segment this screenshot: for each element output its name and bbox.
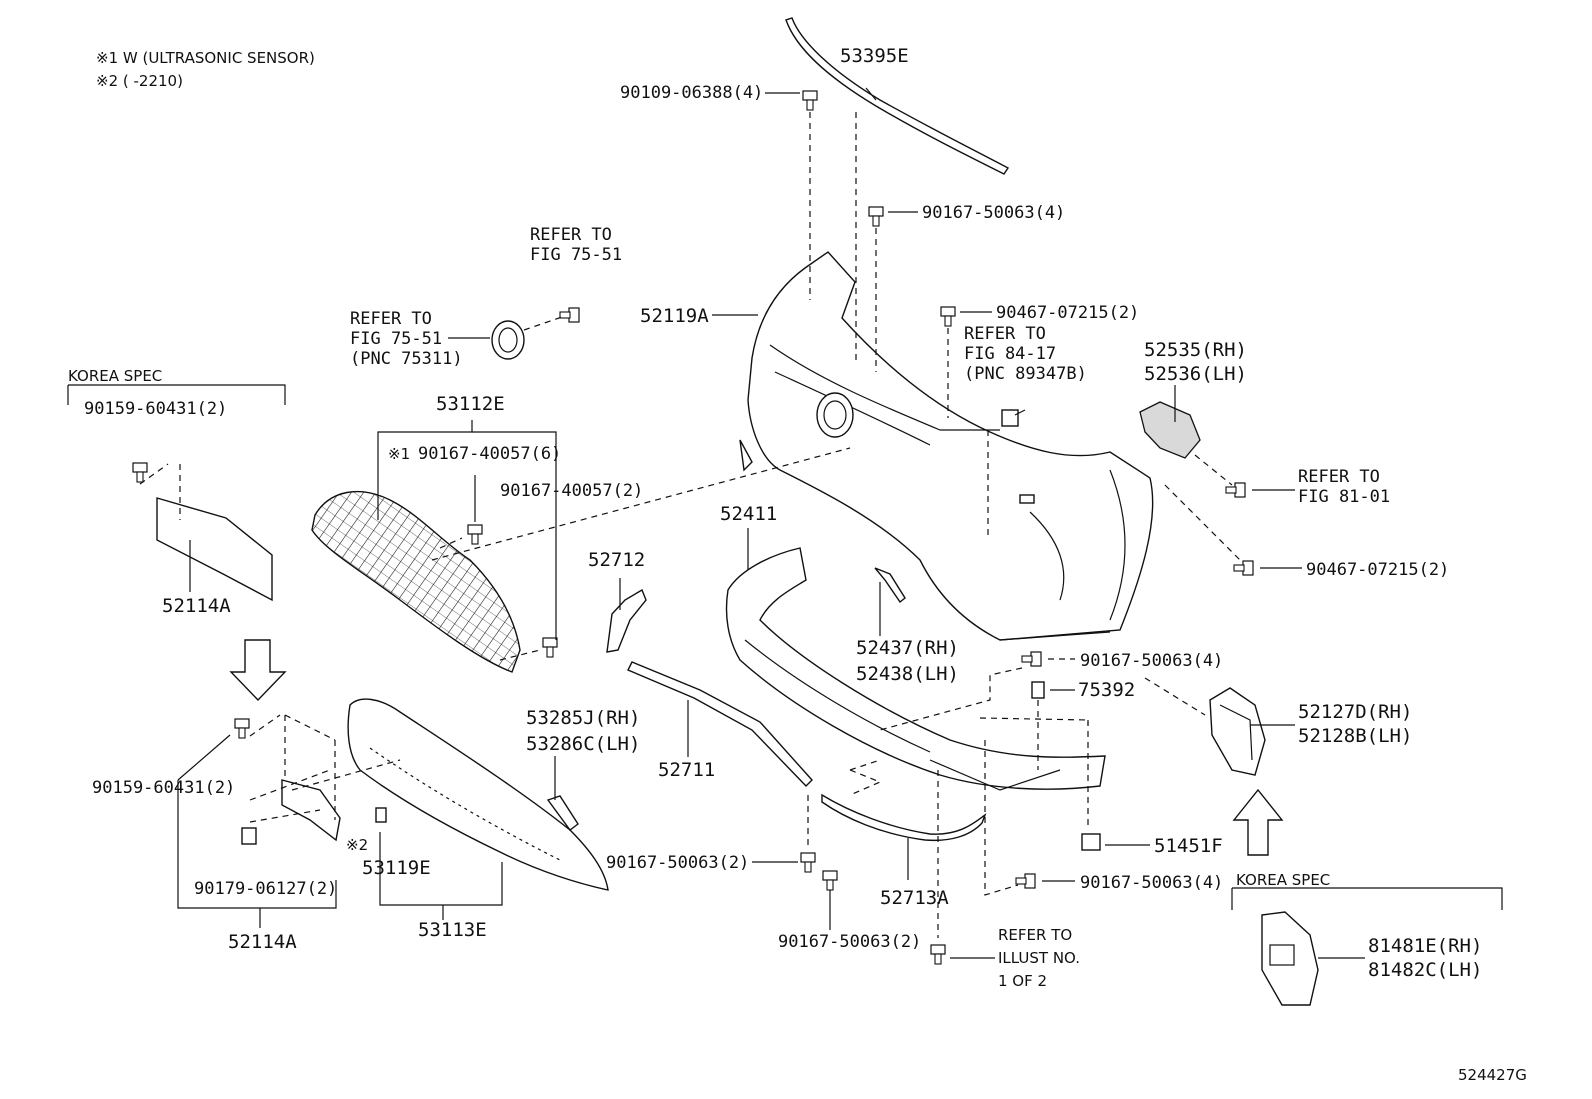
note-2: ※2 ( -2210) xyxy=(96,72,183,90)
plate-52114A-bottom xyxy=(281,779,341,842)
refer-84-17-line1: REFER TO xyxy=(964,324,1046,344)
grille-53112E xyxy=(311,490,521,673)
label-90159-60431-bot: 90159-60431(2) xyxy=(92,778,235,798)
label-90179-06127: 90179-06127(2) xyxy=(194,879,337,899)
label-52711: 52711 xyxy=(658,759,715,781)
label-51451F: 51451F xyxy=(1154,835,1223,857)
bolt-81-01 xyxy=(1225,482,1246,498)
part-81481E xyxy=(1261,911,1319,1006)
label-90167-50063-mid: 90167-50063(4) xyxy=(1080,651,1223,671)
label-52119A: 52119A xyxy=(640,305,709,327)
part-52437 xyxy=(874,567,906,604)
bolt-75-51 xyxy=(559,307,580,323)
bracket-51451F xyxy=(1081,833,1101,851)
molding-53395E xyxy=(785,17,1010,175)
label-90167-40057-2: 90167-40057(2) xyxy=(500,481,643,501)
clip-90179 xyxy=(241,827,257,845)
note-1: ※1 W (ULTRASONIC SENSOR) xyxy=(96,49,315,67)
block-53119E xyxy=(375,807,387,823)
label-53113E: 53113E xyxy=(418,919,487,941)
bolt-90167-bot-center xyxy=(822,870,838,891)
bolt-90467-right xyxy=(1233,560,1254,576)
refer-75-51-line2: FIG 75-51 xyxy=(350,329,442,349)
refer-75-51-top-line1: REFER TO xyxy=(530,225,612,245)
label-52535: 52535(RH) xyxy=(1144,339,1247,361)
lower-grille-53113E xyxy=(347,698,609,891)
label-75392: 75392 xyxy=(1078,679,1135,701)
bolt-90167-right-bot xyxy=(1015,873,1036,889)
bolt-90159-top xyxy=(132,462,148,483)
label-52713A: 52713A xyxy=(880,887,949,909)
label-53112E: 53112E xyxy=(436,393,505,415)
bumper-cover-52119A xyxy=(739,251,1154,641)
bolt-40057-6 xyxy=(467,524,483,545)
refer-81-01-line1: REFER TO xyxy=(1298,467,1380,487)
label-53395E: 53395E xyxy=(840,45,909,67)
bolt-illust xyxy=(930,944,946,965)
label-53285J: 53285J(RH) xyxy=(526,707,640,729)
label-90109-06388: 90109-06388(4) xyxy=(620,83,763,103)
label-90167-50063-bot2: 90167-50063(2) xyxy=(606,853,749,873)
bracket-52712 xyxy=(606,588,647,653)
label-90167-50063-top: 90167-50063(4) xyxy=(922,203,1065,223)
part-53285J xyxy=(546,795,579,831)
refer-illust-line1: REFER TO xyxy=(998,926,1072,944)
label-52437: 52437(RH) xyxy=(856,637,959,659)
bolt-90159-bot xyxy=(234,718,250,739)
star-2: ※2 xyxy=(346,836,368,854)
label-90167-40057-6: 90167-40057(6) xyxy=(418,444,561,464)
korea-spec-left: KOREA SPEC xyxy=(68,367,162,385)
emblem xyxy=(491,320,525,360)
label-52127D: 52127D(RH) xyxy=(1298,701,1412,723)
refer-84-17-line2: FIG 84-17 xyxy=(964,344,1056,364)
bolt-90167-top xyxy=(868,206,884,227)
leader-lines xyxy=(67,87,1503,959)
refer-81-01-line2: FIG 81-01 xyxy=(1298,487,1390,507)
label-52536: 52536(LH) xyxy=(1144,363,1247,385)
label-52128B: 52128B(LH) xyxy=(1298,725,1412,747)
arrow-down xyxy=(229,639,287,702)
clip-75392 xyxy=(1031,681,1045,699)
plate-52114A-top xyxy=(156,497,273,602)
label-52114A-top: 52114A xyxy=(162,595,231,617)
label-52411: 52411 xyxy=(720,503,777,525)
bracket-52535 xyxy=(1139,401,1201,459)
bolt-40057-2 xyxy=(542,637,558,658)
sensor-holder xyxy=(1001,409,1019,427)
fog-frame-52127D xyxy=(1209,687,1266,776)
refer-illust-line2: ILLUST NO. xyxy=(998,949,1080,967)
label-90159-60431-top: 90159-60431(2) xyxy=(84,399,227,419)
refer-75-51-line1: REFER TO xyxy=(350,309,432,329)
label-90467-07215-right: 90467-07215(2) xyxy=(1306,560,1449,580)
label-90467-07215-top: 90467-07215(2) xyxy=(996,303,1139,323)
refer-75-51-line3: (PNC 75311) xyxy=(350,349,463,369)
label-90167-50063-right-bot: 90167-50063(4) xyxy=(1080,873,1223,893)
label-52438: 52438(LH) xyxy=(856,663,959,685)
diagram-id: 524427G xyxy=(1458,1066,1527,1084)
label-52712: 52712 xyxy=(588,549,645,571)
label-81482C: 81482C(LH) xyxy=(1368,959,1482,981)
label-90167-50063-bot-center: 90167-50063(2) xyxy=(778,932,921,952)
refer-84-17-line3: (PNC 89347B) xyxy=(964,364,1087,384)
lower-bumper-52411 xyxy=(725,547,1106,790)
strip-52711 xyxy=(627,661,813,787)
label-52114A-bottom: 52114A xyxy=(228,931,297,953)
label-53286C: 53286C(LH) xyxy=(526,733,640,755)
strip-52713A xyxy=(821,793,987,842)
refer-75-51-top-line2: FIG 75-51 xyxy=(530,245,622,265)
bolt-90467-top xyxy=(940,306,956,327)
arrow-up xyxy=(1232,788,1284,856)
bolt-90167-mid xyxy=(1021,651,1042,667)
star-1: ※1 xyxy=(388,445,410,463)
label-81481E: 81481E(RH) xyxy=(1368,935,1482,957)
bolt-90167-bot2 xyxy=(800,852,816,873)
bolt-90109 xyxy=(802,90,818,111)
refer-illust-line3: 1 OF 2 xyxy=(998,972,1047,990)
label-53119E: 53119E xyxy=(362,857,431,879)
korea-spec-right: KOREA SPEC xyxy=(1236,871,1330,889)
